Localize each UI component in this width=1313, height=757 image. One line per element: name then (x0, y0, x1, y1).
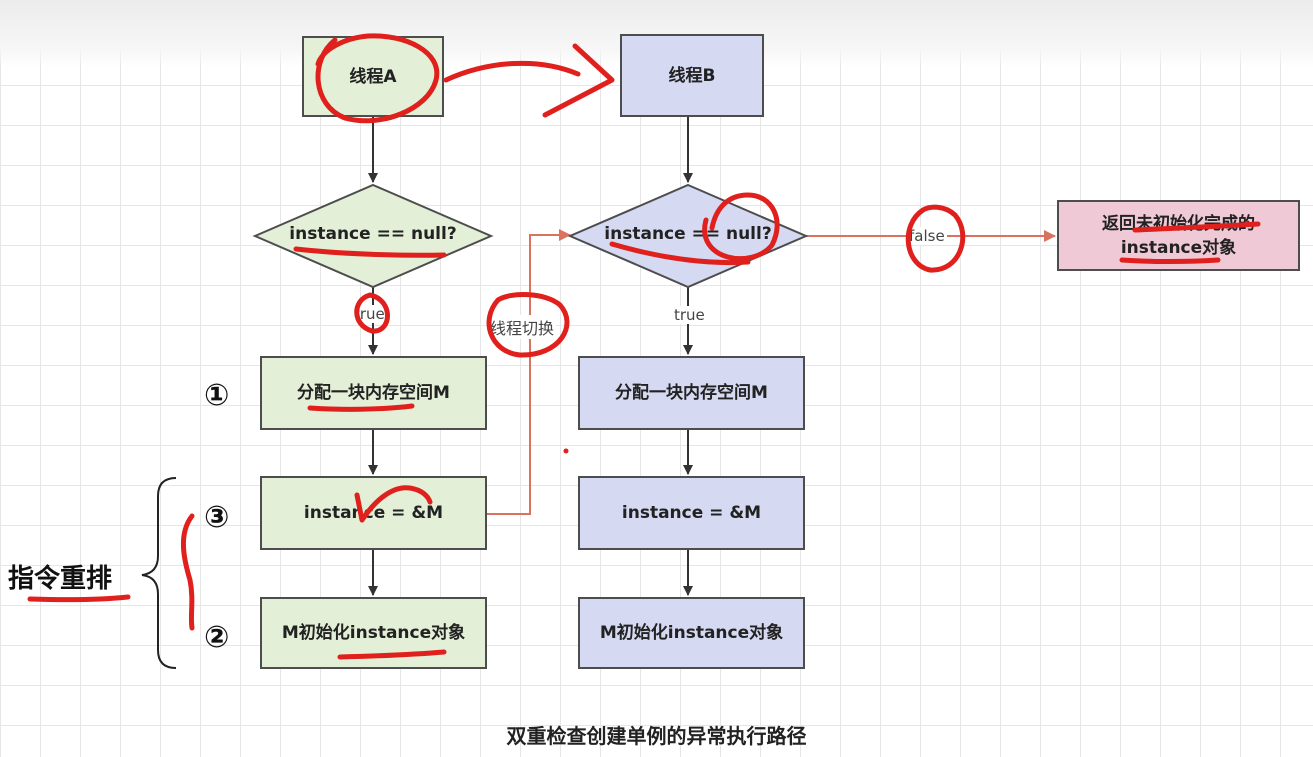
annotation-arrow-a-to-b (443, 60, 581, 83)
thread-b-check-label: instance == null? (604, 224, 772, 244)
edge-thread-switch (487, 229, 571, 515)
annotation-underline-result-2 (1119, 257, 1221, 264)
annotation-arrowhead (542, 43, 615, 118)
annotation-circle-false (905, 204, 966, 273)
step-marker-two: ② (204, 620, 230, 655)
diamond-a-check (252, 183, 494, 289)
annotation-circle-switch (486, 292, 570, 358)
step-marker-one: ① (204, 378, 230, 413)
thread-b-true-label: true (672, 306, 707, 324)
annotation-underline-a-init (337, 649, 447, 660)
thread-b-assign-box: instance = &M (578, 476, 805, 550)
thread-a-title: 线程A (349, 66, 397, 87)
reorder-brace (141, 477, 177, 669)
thread-b-false-label: false (907, 227, 947, 245)
thread-b-init-box: M初始化instance对象 (578, 597, 805, 669)
annotation-underline-reorder (27, 594, 131, 603)
annotation-circle-b-null (702, 192, 780, 262)
thread-a-alloc-box: 分配一块内存空间M (260, 356, 487, 430)
thread-b-title: 线程B (668, 65, 716, 86)
step-marker-three: ③ (204, 500, 230, 535)
thread-b-alloc-text: 分配一块内存空间M (615, 383, 768, 403)
annotation-circle-thread-a (315, 33, 440, 124)
annotation-bracket-reorder (180, 513, 195, 631)
thread-a-init-box: M初始化instance对象 (260, 597, 487, 669)
thread-b-box: 线程B (620, 34, 764, 117)
thread-b-init-text: M初始化instance对象 (599, 623, 784, 643)
annotation-underline-a-alloc (307, 403, 415, 412)
thread-a-check-label: instance == null? (289, 224, 457, 244)
annotation-underline-result-1 (1132, 221, 1261, 233)
thread-b-assign-text: instance = &M (621, 503, 762, 523)
annotation-check-a-assign (354, 485, 433, 523)
annotation-circle-a-true (354, 292, 390, 334)
diagram-caption: 双重检查创建单例的异常执行路径 (506, 724, 807, 748)
annotation-underline-b-check (609, 241, 751, 265)
thread-a-true-label: true (352, 305, 387, 323)
thread-a-alloc-text: 分配一块内存空间M (297, 383, 450, 403)
reorder-label: 指令重排 (8, 564, 113, 594)
thread-a-assign-text: instance = &M (303, 503, 444, 523)
thread-switch-label: 线程切换 (488, 315, 557, 339)
annotation-dot (563, 448, 569, 454)
annotation-underline-a-check (293, 246, 447, 258)
thread-a-assign-box: instance = &M (260, 476, 487, 550)
thread-a-init-text: M初始化instance对象 (281, 623, 466, 643)
thread-b-alloc-box: 分配一块内存空间M (578, 356, 805, 430)
